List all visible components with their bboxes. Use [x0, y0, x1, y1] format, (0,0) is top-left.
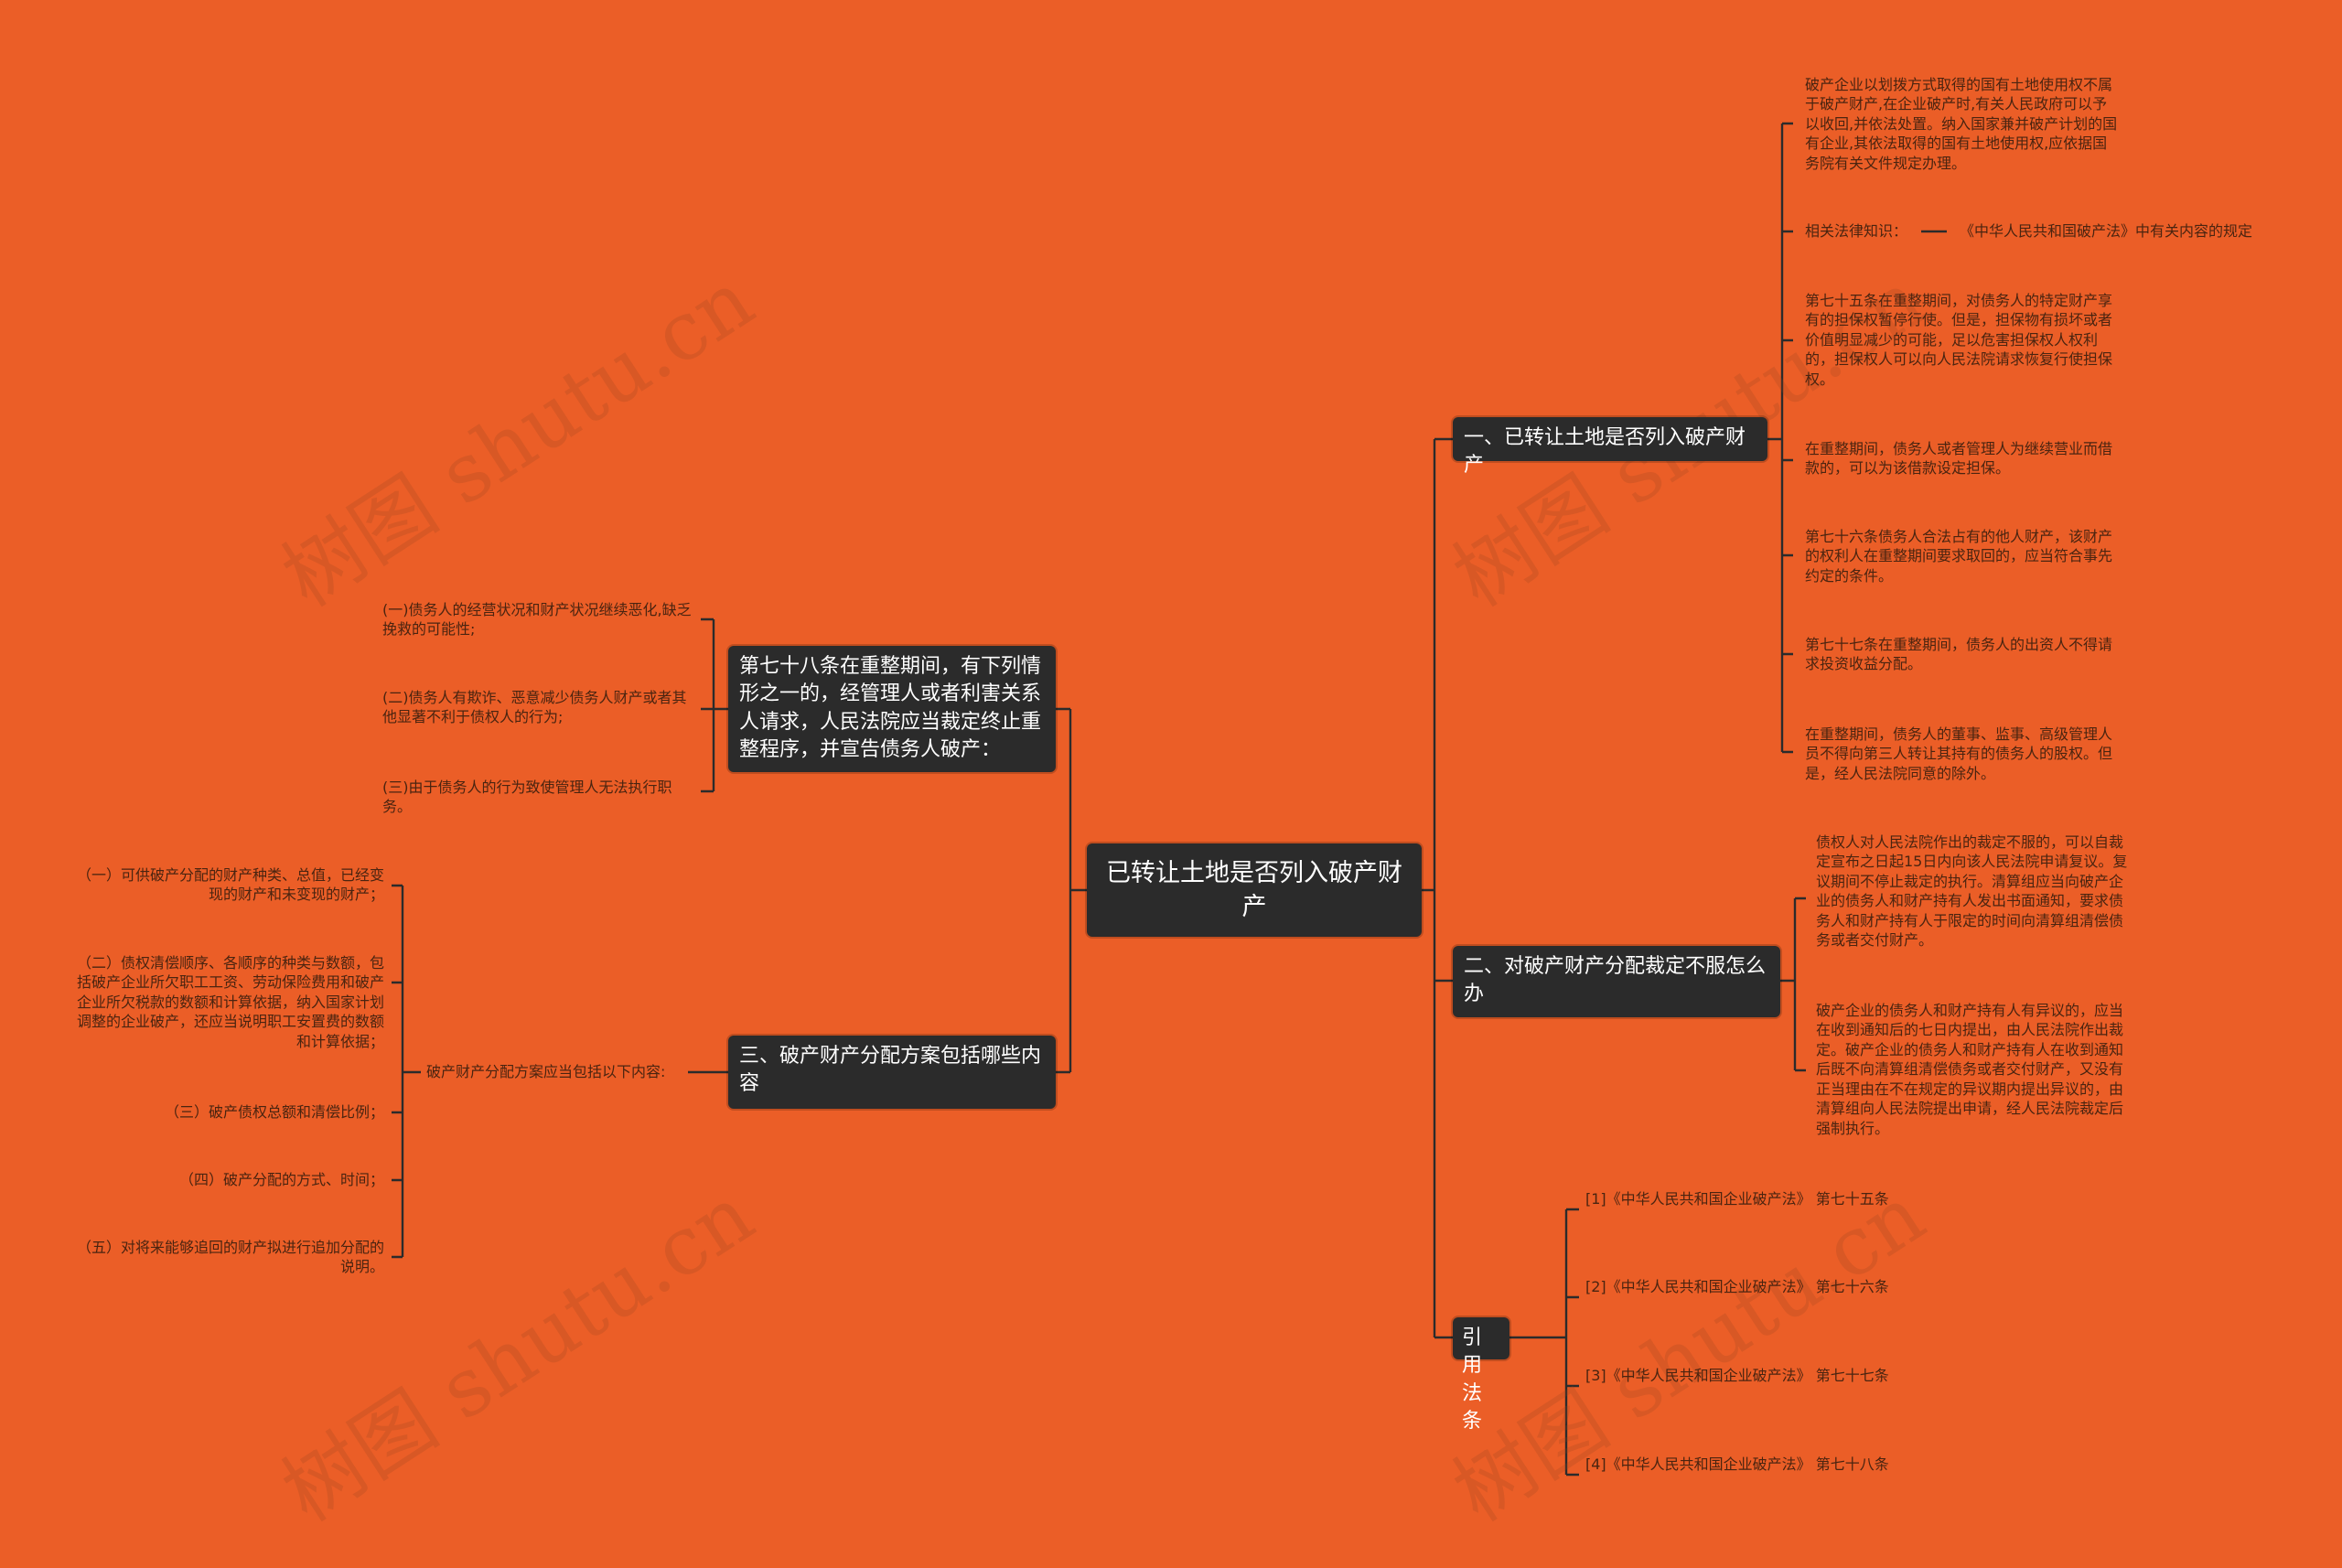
- leaf-land-2: 相关法律知识：: [1805, 222, 1908, 240]
- leaf-art78-1: (一)债务人的经营状况和财产状况继续恶化,缺乏挽救的可能性;: [382, 601, 692, 639]
- leaf-plan-1: （一）可供破产分配的财产种类、总值，已经变现的财产和未变现的财产；: [76, 866, 384, 904]
- leaf-art78-2: (二)债务人有欺诈、恶意减少债务人财产或者其他显著不利于债权人的行为;: [382, 689, 687, 726]
- leaf-land-6: 第七十七条在重整期间，债务人的出资人不得请求投资收益分配。: [1805, 636, 2113, 673]
- branch-cite-label: 引用法条: [1462, 1326, 1483, 1434]
- root-label: 已转让土地是否列入破产财产: [1106, 858, 1402, 921]
- leaf-land-law-note: 《中华人民共和国破产法》中有关内容的规定: [1960, 222, 2253, 240]
- leaf-plan-3: （三）破产债权总额和清偿比例；: [164, 1103, 384, 1121]
- leaf-land-7: 在重整期间，债务人的董事、监事、高级管理人员不得向第三人转让其持有的债务人的股权…: [1805, 725, 2113, 782]
- leaf-cite-1: [1]《中华人民共和国企业破产法》 第七十五条: [1585, 1190, 1889, 1208]
- branch-cite[interactable]: 引用法条: [1453, 1317, 1509, 1433]
- leaf-land-5: 第七十六条债务人合法占有的他人财产，该财产的权利人在重整期间要求取回的，应当符合…: [1805, 528, 2113, 585]
- branch-art78-label: 第七十八条在重整期间，有下列情形之一的，经管理人或者利害关系人请求，人民法院应当…: [739, 655, 1042, 762]
- leaf-plan-sub: 破产财产分配方案应当包括以下内容:: [426, 1063, 666, 1080]
- root-node[interactable]: 已转让土地是否列入破产财产: [1087, 843, 1422, 937]
- branch-art78[interactable]: 第七十八条在重整期间，有下列情形之一的，经管理人或者利害关系人请求，人民法院应当…: [728, 646, 1056, 772]
- leaf-plan-4: （四）破产分配的方式、时间；: [178, 1171, 384, 1188]
- branch-objection[interactable]: 二、对破产财产分配裁定不服怎么办: [1453, 946, 1780, 1017]
- leaf-land-3: 第七十五条在重整期间，对债务人的特定财产享有的担保权暂停行使。但是，担保物有损坏…: [1805, 292, 2113, 388]
- leaf-art78-3: (三)由于债务人的行为致使管理人无法执行职务。: [382, 779, 672, 816]
- leaf-plan-2: （二）债权清偿顺序、各顺序的种类与数额，包括破产企业所欠职工工资、劳动保险费用和…: [76, 954, 384, 1050]
- leaf-cite-2: [2]《中华人民共和国企业破产法》 第七十六条: [1585, 1278, 1889, 1295]
- branch-land[interactable]: 一、已转让土地是否列入破产财产: [1453, 417, 1767, 477]
- branch-plan-label: 三、破产财产分配方案包括哪些内容: [739, 1045, 1042, 1096]
- leaf-objection-2: 破产企业的债务人和财产持有人有异议的，应当在收到通知后的七日内提出，由人民法院作…: [1816, 1002, 2124, 1137]
- leaf-land-4: 在重整期间，债务人或者管理人为继续营业而借款的，可以为该借款设定担保。: [1805, 440, 2113, 478]
- branch-objection-label: 二、对破产财产分配裁定不服怎么办: [1464, 955, 1767, 1006]
- leaf-objection-1: 债权人对人民法院作出的裁定不服的，可以自裁定宣布之日起15日内向该人民法院申请复…: [1816, 833, 2128, 950]
- leaf-land-1: 破产企业以划拨方式取得的国有土地使用权不属于破产财产,在企业破产时,有关人民政府…: [1805, 76, 2118, 172]
- branch-plan[interactable]: 三、破产财产分配方案包括哪些内容: [728, 1036, 1056, 1109]
- leaf-cite-3: [3]《中华人民共和国企业破产法》 第七十七条: [1585, 1367, 1889, 1384]
- leaf-cite-4: [4]《中华人民共和国企业破产法》 第七十八条: [1585, 1455, 1889, 1473]
- branch-land-label: 一、已转让土地是否列入破产财产: [1464, 426, 1746, 478]
- leaf-plan-5: （五）对将来能够追回的财产拟进行追加分配的说明。: [76, 1239, 384, 1276]
